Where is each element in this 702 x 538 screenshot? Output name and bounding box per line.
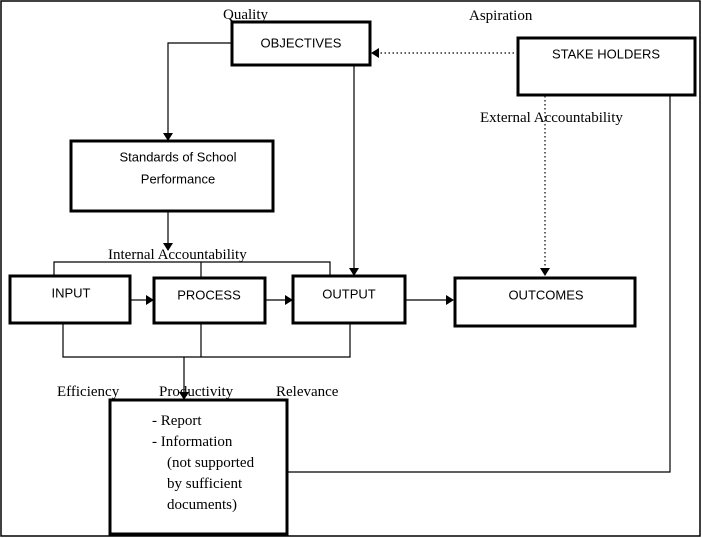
report-line-3: (not supported (167, 455, 255, 471)
output-to-outcomes-arrowhead (446, 295, 454, 305)
report-line-5: documents) (167, 497, 237, 513)
quality-label: Quality (223, 7, 268, 23)
external-accountability-label: External Accountability (480, 110, 623, 126)
objectives-to-output-arrowhead (349, 268, 359, 276)
stakeholders-node: STAKE HOLDERS (516, 36, 697, 97)
objectives-node: OBJECTIVES (230, 20, 372, 67)
efficiency-label: Efficiency (57, 384, 120, 400)
internal-accountability-label: Internal Accountability (108, 247, 247, 263)
stakeholders-box (516, 36, 697, 97)
input-to-process-arrowhead (146, 295, 154, 305)
standards-label-line1: Standards of School (119, 149, 236, 164)
bracket-to-report-arrowhead (179, 392, 189, 400)
process-node: PROCESS (152, 276, 267, 325)
connectors (53, 42, 671, 473)
lower-bracket (62, 323, 351, 358)
outcomes-node: OUTCOMES (453, 276, 637, 328)
input-label: INPUT (52, 285, 91, 300)
output-box (291, 274, 407, 325)
relevance-label: Relevance (276, 384, 339, 400)
stakeholders-to-outcomes-arrowhead (540, 268, 550, 276)
objectives-to-standards-line (167, 42, 232, 134)
report-node: - Report - Information (not supported by… (108, 398, 289, 536)
objectives-box (230, 20, 372, 67)
standards-to-internal-arrowhead (163, 243, 173, 251)
edge-labels: Quality Aspiration External Accountabili… (57, 7, 623, 400)
internal-accountability-bracket (53, 261, 331, 276)
standards-label-line2: Performance (141, 171, 215, 186)
process-label: PROCESS (177, 287, 241, 302)
productivity-label: Productivity (159, 384, 234, 400)
report-box (108, 398, 289, 536)
standards-node: Standards of School Performance (69, 139, 275, 213)
stakeholders-to-objectives-arrowhead (371, 48, 379, 58)
report-line-4: by sufficient (167, 476, 243, 492)
outcomes-label: OUTCOMES (508, 287, 583, 302)
objectives-label: OBJECTIVES (261, 35, 342, 50)
stakeholders-to-report-line (288, 96, 671, 473)
output-label: OUTPUT (322, 286, 376, 301)
standards-box (69, 139, 275, 213)
outcomes-box (453, 276, 637, 328)
report-line-1: - Report (152, 413, 202, 429)
report-line-2: - Information (152, 434, 233, 450)
process-box (152, 276, 267, 325)
output-node: OUTPUT (291, 274, 407, 325)
objectives-to-standards-arrowhead (163, 133, 173, 141)
process-to-output-arrowhead (285, 295, 293, 305)
stakeholders-label: STAKE HOLDERS (552, 46, 660, 61)
aspiration-label: Aspiration (469, 8, 533, 24)
input-node: INPUT (8, 274, 132, 325)
input-box (8, 274, 132, 325)
